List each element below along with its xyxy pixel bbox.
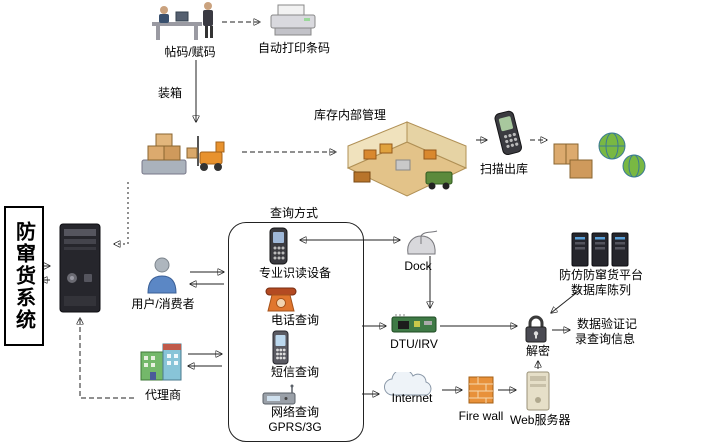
server-tower-icon — [52, 222, 108, 314]
firewall-icon — [466, 374, 496, 406]
warehouse-icon — [340, 116, 474, 208]
packed-boxes-forklift-icon — [140, 126, 238, 180]
platform-label-line1: 防仿防窜货平台 — [558, 268, 643, 282]
dtu-label: DTU/IRV — [390, 337, 438, 351]
handheld-reader-icon — [262, 226, 294, 266]
record-label-line2: 录查询信息 — [574, 332, 635, 346]
scanner-pda-icon — [490, 108, 526, 160]
firewall-label: Fire wall — [458, 409, 504, 423]
system-title-box: 防窜货系统 — [4, 206, 44, 346]
mobile-phone-icon — [264, 330, 296, 366]
telephone-icon — [262, 286, 300, 312]
web-server-icon — [520, 370, 556, 412]
scan-out-label: 扫描出库 — [479, 162, 528, 176]
reader-label: 专业识读设备 — [258, 266, 331, 280]
network-query-label2: GPRS/3G — [268, 420, 322, 434]
dtu-module-icon — [390, 312, 438, 336]
warehouse-mgmt-label: 库存内部管理 — [313, 108, 386, 122]
web-server-label: Web服务器 — [510, 413, 571, 427]
packing-label: 装箱 — [157, 86, 182, 100]
agent-label: 代理商 — [144, 388, 181, 402]
database-server-array-icon — [570, 230, 630, 268]
network-device-icon — [260, 384, 302, 406]
phone-query-label: 电话查询 — [270, 313, 319, 327]
query-panel-title: 查询方式 — [262, 206, 326, 221]
internet-label: Internet — [391, 391, 433, 405]
consumer-person-icon — [146, 256, 178, 294]
labeling-label: 帖码/赋码 — [164, 45, 216, 59]
auto-print-label: 自动打印条码 — [257, 41, 330, 55]
labeling-station-icon — [150, 0, 222, 42]
consumer-label: 用户/消费者 — [131, 297, 195, 311]
printer-icon — [266, 2, 320, 40]
mouse-icon — [404, 230, 440, 256]
internet-cloud-icon — [382, 372, 440, 398]
platform-label-line2: 数据库陈列 — [570, 283, 631, 297]
system-title: 防窜货系统 — [12, 221, 35, 331]
query-methods-panel — [228, 222, 364, 442]
network-query-label: 网络查询 — [270, 405, 319, 419]
decrypt-label: 解密 — [525, 344, 550, 358]
sms-query-label: 短信查询 — [270, 365, 319, 379]
agent-building-icon — [138, 340, 184, 382]
decrypt-lock-icon — [522, 314, 550, 344]
record-label-line1: 数据验证记 — [576, 317, 637, 331]
dock-label: Dock — [404, 259, 432, 273]
shipping-boxes-globes-icon — [550, 128, 648, 184]
